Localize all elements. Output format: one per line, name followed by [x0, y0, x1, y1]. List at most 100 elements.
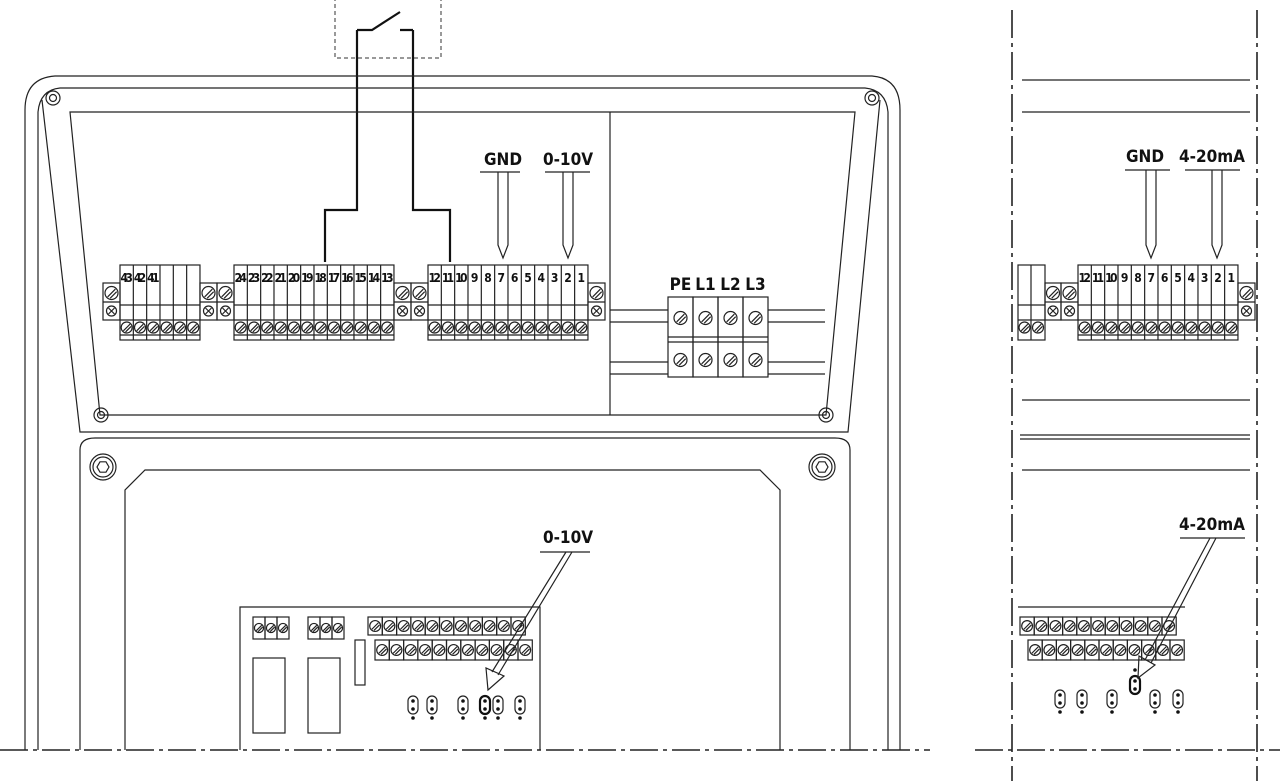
screw-slot [1051, 622, 1060, 630]
screw-slot [486, 325, 493, 333]
screw-slot [1066, 622, 1074, 630]
screw-head [1049, 620, 1062, 632]
pcb-terminal-screw-icon [383, 619, 396, 633]
pin [496, 716, 500, 720]
screw-slot [370, 323, 378, 332]
pcb-terminal [1161, 616, 1177, 636]
screw-head [147, 321, 160, 334]
screw-head [1118, 321, 1131, 334]
end-cap [587, 282, 606, 321]
screw-slot [1244, 291, 1253, 299]
screw-slot [1065, 288, 1074, 298]
screw-slot [257, 626, 264, 633]
screw-head [521, 321, 535, 334]
screw-slot [537, 323, 546, 332]
cross-screw-icon [413, 305, 426, 317]
screw-head [261, 321, 274, 334]
screw-head [455, 321, 468, 334]
screw-head [381, 321, 394, 334]
screw-slot [1083, 325, 1090, 333]
pcb-terminal-screw-icon [320, 622, 332, 634]
power-screw-icon [723, 352, 738, 368]
screw-slot [265, 325, 273, 333]
pin [1153, 710, 1157, 714]
screw-slot [1108, 622, 1116, 630]
screw-slot [564, 323, 572, 332]
screw-slot [162, 323, 171, 332]
screw-head [1239, 285, 1254, 301]
screw-head [383, 619, 396, 633]
screw-head [508, 321, 521, 334]
terminal-screw-icon [428, 321, 441, 334]
terminal-screw-icon [160, 321, 173, 334]
screw-slot [107, 288, 116, 298]
screw-slot [1088, 646, 1096, 654]
pcb-terminal-screw-icon [390, 643, 403, 657]
screw-slot [478, 646, 486, 654]
screw-head [354, 321, 367, 334]
screw-head [341, 321, 354, 334]
screw-slot [1151, 622, 1159, 630]
screw-slot [435, 646, 444, 654]
screw-head [483, 619, 496, 633]
screw-head [548, 321, 561, 334]
terminal-number: 13 [381, 271, 393, 285]
screw-slot [1116, 646, 1124, 654]
terminal-screw-icon [1118, 321, 1131, 334]
screw-slot [316, 323, 325, 332]
pcb-terminal-screw-icon [461, 643, 474, 657]
terminal-number: 5 [524, 271, 532, 285]
screw-slot [579, 325, 587, 333]
screw-head [1225, 321, 1238, 334]
screw-head [413, 305, 426, 317]
screw-slot [334, 624, 342, 632]
jumper-pin [483, 707, 487, 711]
pcb-terminal-screw-icon [497, 619, 510, 633]
pin [1133, 668, 1137, 672]
end-cap [102, 282, 121, 321]
screw-head [1158, 321, 1171, 334]
screw-slot [394, 648, 402, 655]
screw-slot [255, 624, 263, 632]
terminal-number: 2 [1214, 271, 1222, 285]
screw-slot [1102, 646, 1110, 654]
screw-slot [1132, 648, 1140, 655]
screw-slot [392, 646, 401, 654]
pcb-terminal-screw-icon [253, 622, 265, 634]
screw-head [1171, 644, 1184, 656]
screw-head [428, 321, 441, 334]
screw-slot [191, 325, 199, 333]
screw-slot [594, 291, 603, 299]
pcb-terminal-screw-icon [308, 622, 320, 634]
screw-slot [312, 626, 319, 633]
callout-4-20ma: 4-20mA [1179, 147, 1245, 260]
screw-cross [399, 307, 406, 315]
pcb-terminal-screw-icon [1171, 644, 1184, 656]
screw-head [590, 305, 603, 317]
pin [411, 716, 415, 720]
pcb-terminal-screw-icon [369, 619, 382, 633]
screw-slot [136, 323, 144, 332]
jumper [1076, 689, 1088, 709]
screw-slot [1047, 648, 1055, 655]
screw-slot [495, 648, 502, 655]
terminal-screw-icon [354, 321, 367, 334]
terminal-number: 8 [484, 271, 492, 285]
screw-head [1078, 321, 1091, 334]
jumper-pin [430, 707, 434, 711]
terminal-screw-icon [521, 321, 535, 334]
screw-slot [430, 624, 438, 631]
power-terminal-l3: L3 [742, 275, 769, 378]
screw-head [589, 285, 604, 301]
pcb-terminal-screw-icon [1134, 620, 1147, 632]
screw-head [1062, 285, 1077, 301]
screw-slot [1134, 323, 1142, 332]
screw-slot [553, 325, 560, 333]
screw-head [1029, 644, 1042, 656]
screw-slot [466, 648, 473, 655]
screw-head [1047, 305, 1059, 317]
screw-head [1085, 644, 1098, 656]
screw-slot [239, 325, 246, 333]
screw-head [1185, 321, 1198, 334]
screw-slot [701, 355, 710, 365]
